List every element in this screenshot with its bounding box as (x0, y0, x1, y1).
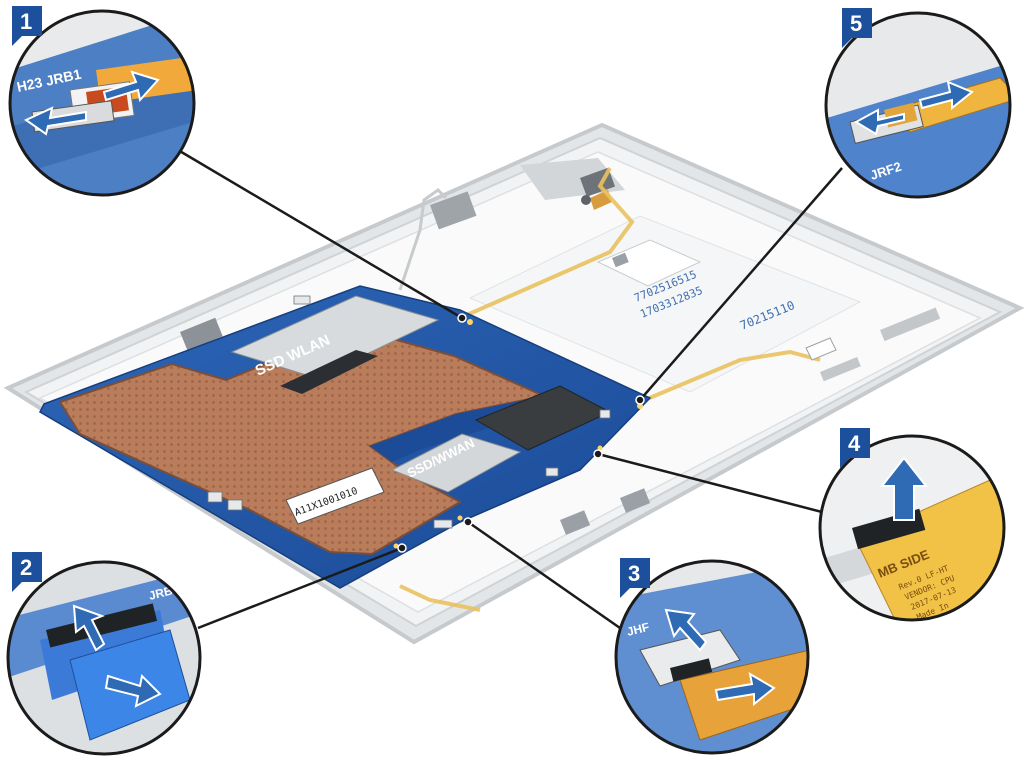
callout-1: H23 JRB1 1 (8, 6, 196, 197)
callout-5-arrow-right (918, 80, 974, 111)
step-3-number: 3 (628, 561, 640, 586)
callout-3-arrow-up (664, 608, 708, 652)
callout-2-arrow-down (104, 673, 162, 708)
battery-area: 7702516515 1703312835 70215110 (468, 215, 862, 393)
step-3-badge (620, 558, 650, 588)
leader-lines (177, 148, 843, 630)
callout-5: JRF2 5 (824, 8, 1012, 199)
callout-3-arrow-down (714, 672, 776, 707)
callout-4: MB SIDE Rev.0 LF-HT VENDOR: CPU 2017-07-… (818, 428, 1006, 622)
step-1-number: 1 (20, 9, 32, 34)
step-4-badge (840, 428, 870, 458)
step-5-badge (842, 8, 872, 38)
step-2-number: 2 (20, 555, 32, 580)
callout-3-connector-text: JHF (625, 620, 650, 639)
callout-3: JHF 3 (614, 558, 810, 755)
step-5-number: 5 (850, 11, 862, 36)
step-4-number: 4 (848, 431, 861, 456)
motherboard: SSD WLAN SSD/WWAN A11X1001010 (39, 285, 652, 589)
callout-1-arrow-left (24, 106, 87, 136)
callout-2: JRB2 2 (6, 552, 202, 756)
ssd-wwan-shield (390, 433, 522, 493)
callout-5-arrow-left (853, 108, 905, 136)
callout-2-arrow-up (72, 604, 106, 652)
step-1-badge (12, 6, 42, 36)
callout-4-arrow-up (879, 456, 929, 521)
ssd-wlan-shield (230, 295, 440, 379)
flex-cables (399, 167, 821, 612)
leader-dots (397, 313, 645, 553)
side-connectors (179, 307, 941, 535)
callout-1-arrow-right (102, 70, 160, 103)
step-2-badge (12, 552, 42, 582)
